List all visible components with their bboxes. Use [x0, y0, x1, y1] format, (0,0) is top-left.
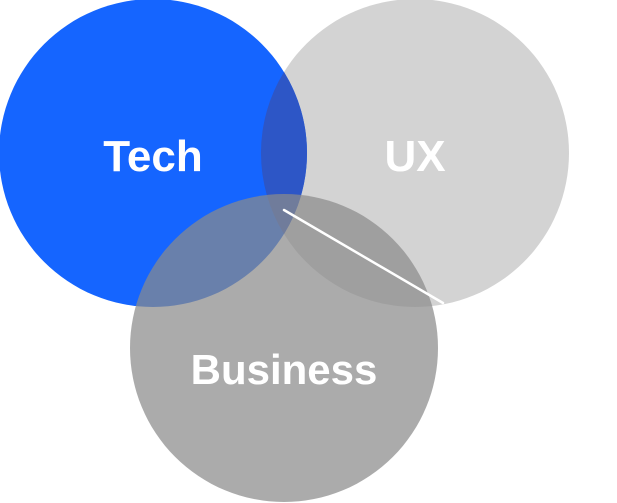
business-label: Business — [191, 346, 378, 393]
tech-label: Tech — [103, 132, 202, 181]
connector-line — [282, 208, 445, 305]
ux-label: UX — [384, 132, 445, 181]
business-circle — [130, 194, 438, 502]
tech-ux-overlap — [260, 72, 308, 234]
